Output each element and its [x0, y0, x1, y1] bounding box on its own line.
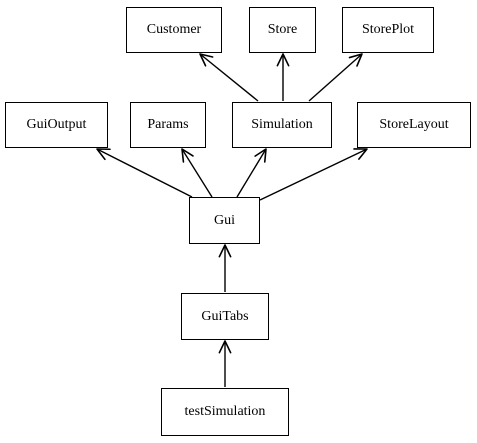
edge-line	[259, 148, 368, 201]
arrowhead-icon	[348, 53, 363, 67]
node-storelayout: StoreLayout	[357, 102, 471, 148]
edge-line	[96, 148, 193, 198]
edge-gui-to-params	[181, 148, 213, 198]
arrowhead-icon	[181, 148, 194, 163]
node-guioutput: GuiOutput	[5, 102, 108, 148]
edge-simulation-to-storeplot	[308, 53, 363, 102]
node-guitabs: GuiTabs	[181, 293, 269, 340]
edge-simulation-to-customer	[199, 53, 259, 102]
edge-line	[181, 148, 213, 198]
edge-simulation-to-store	[276, 53, 290, 101]
edge-gui-to-simulation	[236, 148, 267, 198]
node-simulation: Simulation	[232, 102, 332, 148]
arrowhead-icon	[254, 148, 267, 163]
arrowhead-icon	[96, 148, 111, 161]
edge-line	[236, 148, 267, 198]
arrowhead-icon	[218, 244, 232, 258]
arrowhead-icon	[276, 53, 290, 67]
arrowhead-icon	[199, 53, 214, 67]
edge-gui-to-guioutput	[96, 148, 193, 198]
edge-testsimulation-to-guitabs	[218, 340, 232, 387]
edge-guitabs-to-gui	[218, 244, 232, 292]
edge-line	[308, 53, 363, 102]
node-gui: Gui	[189, 197, 260, 244]
node-store: Store	[249, 7, 316, 53]
node-params: Params	[130, 102, 206, 148]
arrowhead-icon	[353, 148, 368, 160]
edge-line	[199, 53, 259, 102]
node-testsimulation: testSimulation	[161, 388, 289, 436]
arrowhead-icon	[218, 340, 232, 354]
node-customer: Customer	[126, 7, 222, 53]
edge-gui-to-storelayout	[259, 148, 368, 201]
node-storeplot: StorePlot	[342, 7, 434, 53]
